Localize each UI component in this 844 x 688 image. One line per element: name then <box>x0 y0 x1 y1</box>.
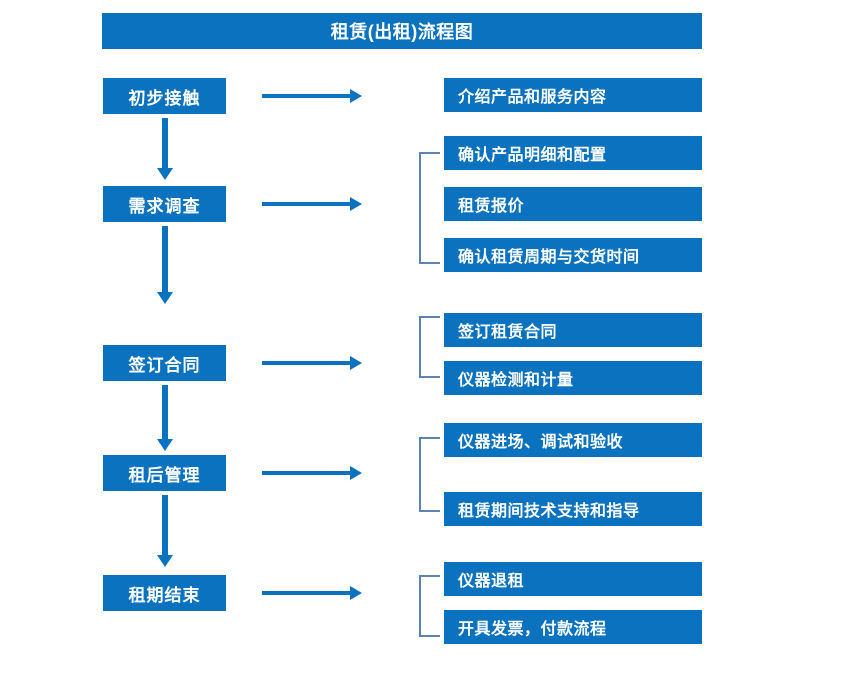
group-bracket-icon <box>419 575 440 637</box>
group-bracket-icon <box>419 152 440 264</box>
detail-box-1-1[interactable]: 介绍产品和服务内容 <box>444 78 702 112</box>
stage-box-4[interactable]: 租后管理 <box>103 455 226 491</box>
right-arrow-icon <box>262 87 362 105</box>
detail-box-3-2[interactable]: 仪器检测和计量 <box>444 361 702 395</box>
detail-box-5-2[interactable]: 开具发票，付款流程 <box>444 610 702 644</box>
stage-box-5[interactable]: 租期结束 <box>103 575 226 611</box>
detail-box-3-1[interactable]: 签订租赁合同 <box>444 313 702 347</box>
group-bracket-icon <box>419 437 440 512</box>
stage-box-3[interactable]: 签订合同 <box>103 345 226 381</box>
down-arrow-icon <box>155 495 175 567</box>
down-arrow-icon <box>155 385 175 451</box>
stage-box-2[interactable]: 需求调查 <box>103 186 226 222</box>
right-arrow-icon <box>262 464 362 482</box>
detail-box-5-1[interactable]: 仪器退租 <box>444 562 702 596</box>
detail-box-2-3[interactable]: 确认租赁周期与交货时间 <box>444 238 702 272</box>
group-bracket-icon <box>419 316 440 378</box>
detail-box-2-2[interactable]: 租赁报价 <box>444 187 702 221</box>
detail-box-4-1[interactable]: 仪器进场、调试和验收 <box>444 423 702 457</box>
detail-box-2-1[interactable]: 确认产品明细和配置 <box>444 136 702 170</box>
page-title: 租赁(出租)流程图 <box>102 13 702 49</box>
stage-box-1[interactable]: 初步接触 <box>103 78 226 114</box>
detail-box-4-2[interactable]: 租赁期间技术支持和指导 <box>444 492 702 526</box>
right-arrow-icon <box>262 584 362 602</box>
right-arrow-icon <box>262 195 362 213</box>
down-arrow-icon <box>155 118 175 180</box>
right-arrow-icon <box>262 354 362 372</box>
down-arrow-icon <box>155 226 175 304</box>
